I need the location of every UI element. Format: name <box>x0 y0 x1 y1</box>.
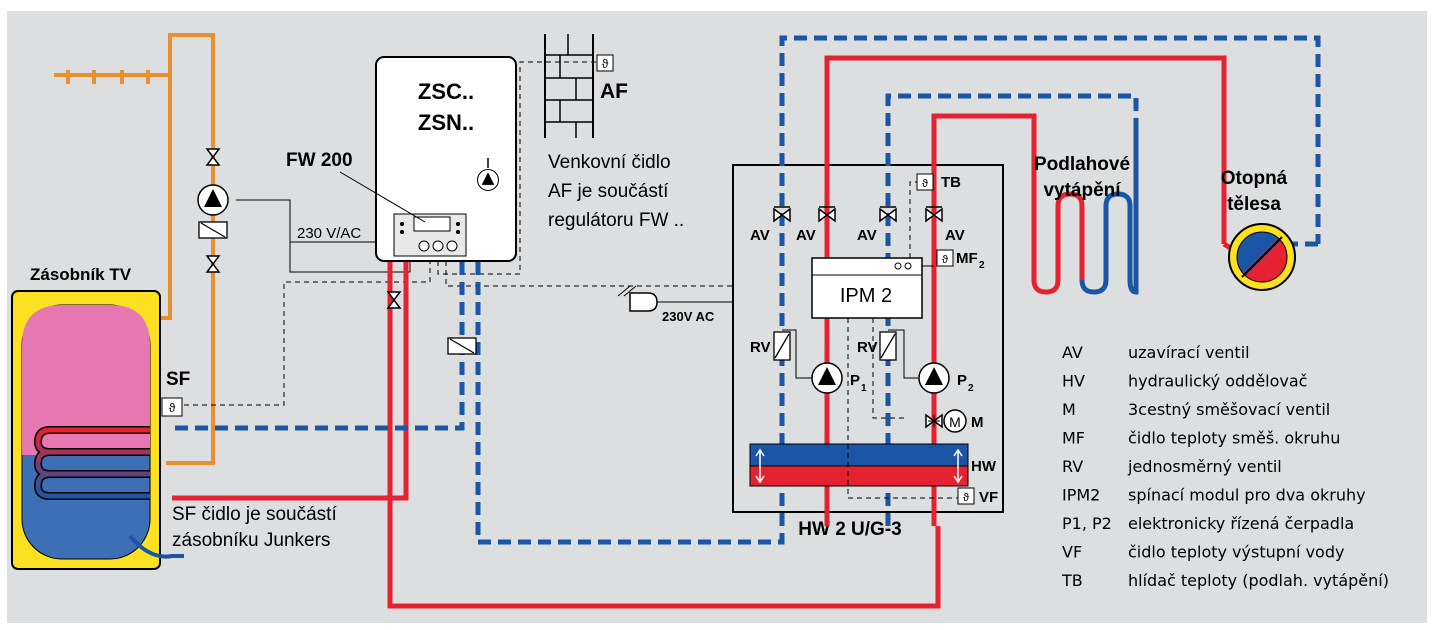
floor-heating-coil-hot <box>1031 130 1085 295</box>
ipm-terminal-icon <box>904 262 912 270</box>
legend-description: hydraulický oddělovač <box>1128 372 1307 391</box>
legend-description: uzavírací ventil <box>1128 343 1250 362</box>
legend-code: IPM2 <box>1062 486 1100 505</box>
ipm-module <box>811 257 923 319</box>
boiler-controller-label: FW 200 <box>286 150 353 171</box>
power-plug-label: 230V AC <box>662 309 715 324</box>
mixer-motor-symbol: M <box>949 414 961 430</box>
tank-note-2: zásobníku Junkers <box>172 530 330 551</box>
tank-check-valve-icon <box>447 337 477 355</box>
module-name: HW 2 U/G-3 <box>798 519 901 540</box>
rv-check-valve-icon <box>879 331 897 361</box>
legend-description: elektronicky řízená čerpadla <box>1128 514 1354 533</box>
mixer-label: M <box>971 414 984 431</box>
ipm-label: IPM 2 <box>840 285 892 307</box>
power-plug-icon <box>629 292 658 312</box>
control-wiring <box>184 61 733 406</box>
diagram-background <box>7 11 1427 623</box>
tank-title: Zásobník TV <box>30 265 132 284</box>
tb-sensor-symbol: ϑ <box>922 178 928 190</box>
outdoor-sensor-note-3: regulátoru FW .. <box>548 210 684 231</box>
legend-description: spínací modul pro dva okruhy <box>1128 486 1366 505</box>
vf-sensor-icon <box>957 487 975 505</box>
outdoor-sensor-symbol: ϑ <box>602 57 609 71</box>
tank-note-1: SF čidlo je součástí <box>172 504 337 525</box>
floor-heating-coil-cold <box>1079 130 1139 295</box>
pump-p2-subscript: 2 <box>968 383 974 394</box>
outdoor-sensor-note-2: AF je součástí <box>548 181 669 202</box>
check-valve-icon <box>198 221 228 239</box>
rv-label-2: RV <box>857 339 878 356</box>
legend-description: hlídač teploty (podlah. vytápění) <box>1128 571 1389 590</box>
boiler-model-1: ZSC.. <box>418 79 474 104</box>
boiler-unit <box>375 56 517 262</box>
boiler-power-label: 230 V/AC <box>297 225 361 242</box>
av-label-1: AV <box>750 227 770 244</box>
legend-description: čidlo teploty výstupní vody <box>1128 543 1344 562</box>
legend-code: VF <box>1062 543 1082 562</box>
separator-arrow-right-icon <box>953 448 963 484</box>
tank-coil-return-pipe <box>172 262 465 431</box>
mixer-motor-icon <box>943 409 967 433</box>
boiler-pump-icon <box>476 168 500 192</box>
mf-label-subscript: 2 <box>979 260 985 271</box>
pump-p2-label: P <box>957 372 967 389</box>
primary-return-pipe <box>475 262 785 545</box>
module-box <box>732 164 1004 513</box>
av-label-2: AV <box>796 227 816 244</box>
floor-heating-label-1: Podlahové <box>1034 154 1130 175</box>
radiator-return-pipe <box>779 35 1321 526</box>
separator-label: HW <box>971 458 997 475</box>
outdoor-sensor-code: AF <box>600 80 628 103</box>
floor-heating-label-2: vytápění <box>1043 180 1121 201</box>
chimney-icon <box>544 34 594 138</box>
mf-sensor-icon <box>936 249 954 267</box>
vf-label: VF <box>979 489 998 506</box>
ipm-terminal-icon <box>894 262 902 270</box>
legend-code: MF <box>1062 429 1085 448</box>
floor-flow-pipe <box>931 113 1037 526</box>
boiler-model-2: ZSN.. <box>418 110 474 135</box>
radiators-label-1: Otopná <box>1221 168 1288 189</box>
hydraulic-separator-hot <box>749 465 969 487</box>
legend-description: čidlo teploty směš. okruhu <box>1128 429 1340 448</box>
outdoor-sensor-note-1: Venkovní čidlo <box>548 152 671 173</box>
pump-p1-subscript: 1 <box>861 383 867 394</box>
av-label-3: AV <box>857 227 877 244</box>
hydraulic-separator-cold <box>749 443 969 467</box>
legend-code: AV <box>1062 343 1083 362</box>
primary-flow-pipe <box>387 262 941 609</box>
tank-sensor-symbol: ϑ <box>169 401 176 415</box>
legend-description: 3cestný směšovací ventil <box>1128 400 1330 419</box>
tank-coil-flow-pipe <box>172 262 409 501</box>
legend-code: TB <box>1061 571 1083 590</box>
outdoor-sensor-icon <box>596 54 614 72</box>
tank-sensor-code: SF <box>166 369 190 390</box>
mf-sensor-symbol: ϑ <box>942 254 948 266</box>
tb-label: TB <box>941 174 961 191</box>
av-label-4: AV <box>945 227 965 244</box>
radiator-icon <box>1228 223 1296 291</box>
separator-arrow-left-icon <box>755 448 765 484</box>
legend-description: jednosměrný ventil <box>1127 457 1282 476</box>
tank-heat-exchanger <box>33 426 150 500</box>
tb-sensor-icon <box>916 173 934 191</box>
circulation-pump-icon <box>197 184 229 216</box>
legend-code: HV <box>1062 372 1085 391</box>
legend-code: P1, P2 <box>1062 514 1112 533</box>
pump-p1-icon <box>811 362 843 394</box>
mf-label: MF <box>956 250 978 267</box>
vf-sensor-symbol: ϑ <box>963 492 969 504</box>
rv-label-1: RV <box>750 339 771 356</box>
legend-code: M <box>1062 400 1076 419</box>
pump-p2-icon <box>918 362 950 394</box>
radiators-label-2: tělesa <box>1227 194 1281 215</box>
tank-sensor-icon <box>161 397 183 417</box>
legend-code: RV <box>1062 457 1083 476</box>
pump-p1-label: P <box>850 372 860 389</box>
rv-check-valve-icon <box>773 331 791 361</box>
